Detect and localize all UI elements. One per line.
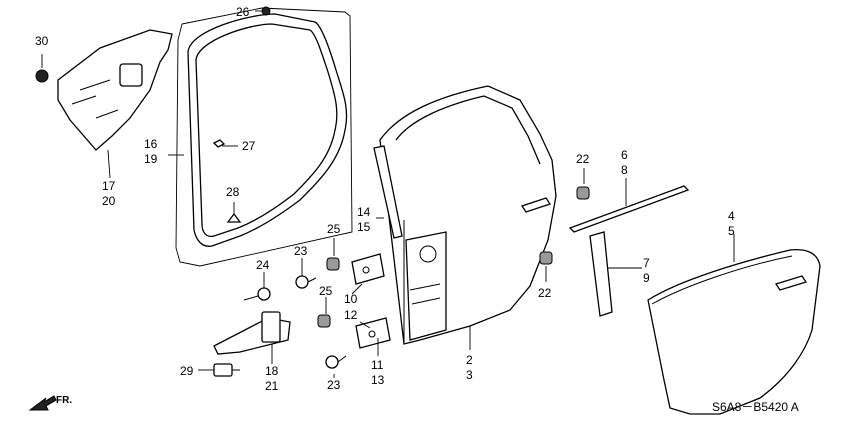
rear-door-shell	[379, 85, 557, 345]
callout-22-lower: 22	[538, 286, 552, 300]
callout-23-upper: 23	[294, 244, 308, 258]
door-inner-cover	[57, 29, 173, 151]
lower-hinge	[355, 317, 391, 349]
callout-19: 19	[144, 152, 158, 166]
callout-20: 20	[102, 194, 116, 208]
callout-23-lower: 23	[327, 378, 341, 392]
front-direction-arrow: FR.	[28, 395, 72, 411]
bolt-23-upper	[295, 275, 317, 289]
door-outer-skin	[647, 248, 821, 415]
front-direction-label: FR.	[56, 395, 72, 406]
callout-8: 8	[621, 163, 628, 177]
callout-10: 10	[344, 292, 358, 306]
callout-9: 9	[643, 271, 650, 285]
callout-25-lower: 25	[319, 284, 333, 298]
callout-6: 6	[621, 148, 628, 162]
callout-18: 18	[265, 364, 279, 378]
callout-24: 24	[256, 258, 270, 272]
bolt-23-lower	[325, 355, 347, 369]
clip-27	[212, 139, 226, 148]
callout-17: 17	[102, 179, 116, 193]
callout-26: 26	[236, 5, 250, 19]
callout-2: 2	[466, 353, 473, 367]
callout-29: 29	[180, 364, 194, 378]
diagram-code: S6A8－B5420 A	[712, 400, 799, 414]
clip-28	[226, 212, 242, 223]
belt-molding	[568, 185, 690, 233]
sash-trim	[373, 145, 403, 239]
callout-21: 21	[265, 379, 279, 393]
stopper-22-upper	[576, 186, 590, 200]
bolt-24	[243, 287, 271, 301]
callout-3: 3	[466, 368, 473, 382]
leader-lines	[41, 10, 735, 378]
callout-28: 28	[226, 185, 240, 199]
callout-27: 27	[242, 139, 256, 153]
door-checker	[213, 311, 291, 355]
callout-11: 11	[371, 358, 384, 372]
stopper-22-lower	[539, 251, 553, 265]
callout-22-upper: 22	[576, 152, 590, 166]
nut-25-lower	[317, 314, 331, 328]
callout-30: 30	[35, 34, 49, 48]
callout-7: 7	[643, 256, 650, 270]
callout-labels: 30 26 16 19 17 20 27 28 14 15 22 22 6 8 …	[35, 5, 735, 393]
bolt-29	[213, 363, 240, 377]
nut-25-upper	[326, 257, 340, 271]
callout-16: 16	[144, 137, 158, 151]
pillar-garnish	[589, 231, 613, 317]
callout-14: 14	[357, 205, 371, 219]
callout-5: 5	[728, 224, 735, 238]
weatherstrip-box	[175, 7, 353, 267]
clip-30	[35, 69, 49, 83]
callout-25-upper: 25	[327, 222, 341, 236]
callout-15: 15	[357, 220, 371, 234]
callout-4: 4	[728, 209, 735, 223]
callout-12: 12	[344, 308, 358, 322]
door-weatherstrip	[187, 13, 348, 247]
callout-13: 13	[371, 373, 385, 387]
clip-26	[261, 6, 271, 16]
upper-hinge	[351, 253, 385, 285]
